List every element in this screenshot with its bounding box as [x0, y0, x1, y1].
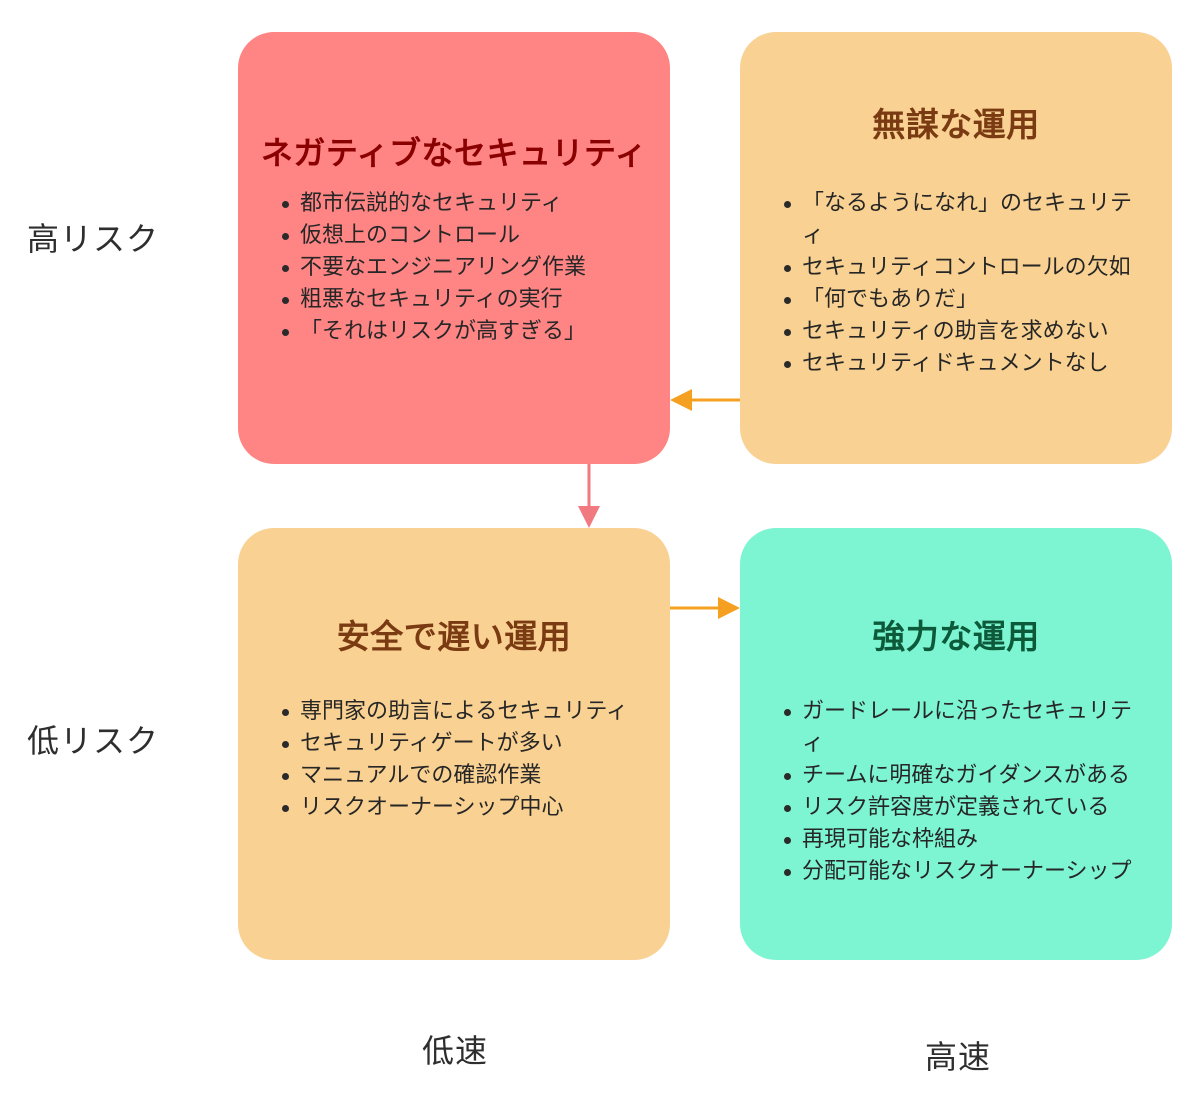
- quadrant-negative-security: ネガティブなセキュリティ 都市伝説的なセキュリティ仮想上のコントロール不要なエン…: [238, 32, 670, 464]
- arrow-negative-to-safe-slow: [578, 464, 600, 528]
- quadrant-item: 「それはリスクが高すぎる」: [282, 316, 672, 348]
- column-label-fast: 高速: [925, 1038, 992, 1076]
- quadrant-title: 安全で遅い運用: [336, 617, 572, 656]
- quadrant-item: 再現可能な枠組み: [784, 824, 1144, 856]
- quadrant-item-list: 「なるようになれ」のセキュリティセキュリティコントロールの欠如「何でもありだ」セ…: [764, 188, 1144, 380]
- quadrant-safe-slow-operation: 安全で遅い運用 専門家の助言によるセキュリティセキュリティゲートが多いマニュアル…: [238, 528, 670, 960]
- quadrant-item: 「なるようになれ」のセキュリティ: [784, 188, 1144, 252]
- quadrant-title: ネガティブなセキュリティ: [260, 134, 648, 172]
- quadrant-item-list: ガードレールに沿ったセキュリティチームに明確なガイダンスがあるリスク許容度が定義…: [764, 696, 1144, 888]
- quadrant-item: 都市伝説的なセキュリティ: [282, 188, 672, 220]
- quadrant-item: 専門家の助言によるセキュリティ: [282, 696, 682, 728]
- quadrant-item: セキュリティゲートが多い: [282, 728, 682, 760]
- row-label-low-risk: 低リスク: [27, 722, 160, 760]
- column-label-slow: 低速: [422, 1032, 489, 1070]
- quadrant-item: 「何でもありだ」: [784, 284, 1144, 316]
- arrow-safe-slow-to-strong: [670, 597, 740, 619]
- quadrant-item-list: 専門家の助言によるセキュリティセキュリティゲートが多いマニュアルでの確認作業リス…: [262, 696, 682, 824]
- quadrant-reckless-operation: 無謀な運用 「なるようになれ」のセキュリティセキュリティコントロールの欠如「何で…: [740, 32, 1172, 464]
- quadrant-item: マニュアルでの確認作業: [282, 760, 682, 792]
- quadrant-item: 粗悪なセキュリティの実行: [282, 284, 672, 316]
- quadrant-item: セキュリティの助言を求めない: [784, 316, 1144, 348]
- quadrant-title: 無謀な運用: [872, 105, 1040, 144]
- quadrant-strong-operation: 強力な運用 ガードレールに沿ったセキュリティチームに明確なガイダンスがあるリスク…: [740, 528, 1172, 960]
- quadrant-item-list: 都市伝説的なセキュリティ仮想上のコントロール不要なエンジニアリング作業粗悪なセキ…: [262, 188, 672, 348]
- quadrant-item: 仮想上のコントロール: [282, 220, 672, 252]
- quadrant-item: リスク許容度が定義されている: [784, 792, 1144, 824]
- quadrant-item: 不要なエンジニアリング作業: [282, 252, 672, 284]
- quadrant-item: リスクオーナーシップ中心: [282, 792, 682, 824]
- quadrant-item: チームに明確なガイダンスがある: [784, 760, 1144, 792]
- quadrant-item: 分配可能なリスクオーナーシップ: [784, 856, 1144, 888]
- row-label-high-risk: 高リスク: [27, 220, 160, 258]
- quadrant-title: 強力な運用: [872, 617, 1040, 656]
- quadrant-item: セキュリティドキュメントなし: [784, 348, 1144, 380]
- quadrant-item: セキュリティコントロールの欠如: [784, 252, 1144, 284]
- arrow-reckless-to-negative: [670, 389, 740, 411]
- quadrant-item: ガードレールに沿ったセキュリティ: [784, 696, 1144, 760]
